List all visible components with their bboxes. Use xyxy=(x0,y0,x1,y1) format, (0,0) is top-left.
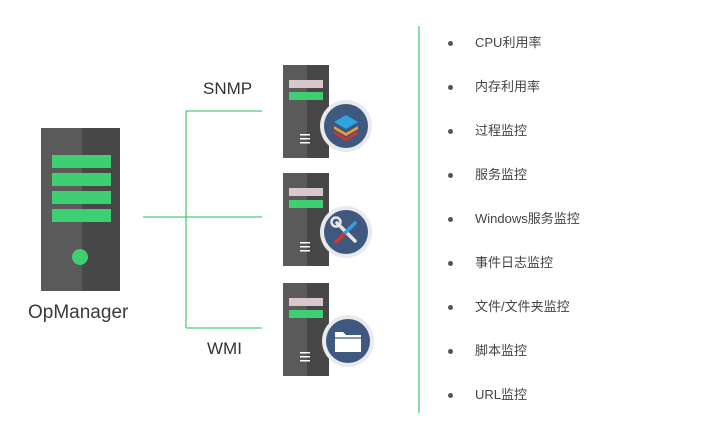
server-snmp xyxy=(283,65,329,158)
opmanager-server-icon xyxy=(41,128,120,291)
monitoring-metrics-list: CPU利用率 内存利用率 过程监控 服务监控 Windows服务监控 事件日志监… xyxy=(420,28,580,424)
server-wmi xyxy=(283,283,329,376)
list-item: 事件日志监控 xyxy=(420,248,580,292)
wmi-label: WMI xyxy=(207,339,242,358)
list-item: Windows服务监控 xyxy=(420,204,580,248)
list-item: 过程监控 xyxy=(420,116,580,160)
layers-icon xyxy=(320,100,372,152)
list-item: URL监控 xyxy=(420,380,580,424)
server-middle xyxy=(283,173,329,266)
list-item: 服务监控 xyxy=(420,160,580,204)
opmanager-label: OpManager xyxy=(28,302,129,323)
folder-icon xyxy=(322,315,374,367)
list-item: 脚本监控 xyxy=(420,336,580,380)
list-item: 文件/文件夹监控 xyxy=(420,292,580,336)
snmp-label: SNMP xyxy=(203,79,253,98)
connector-lines xyxy=(143,110,262,329)
list-item: CPU利用率 xyxy=(420,28,580,72)
tools-icon xyxy=(320,206,372,258)
list-item: 内存利用率 xyxy=(420,72,580,116)
